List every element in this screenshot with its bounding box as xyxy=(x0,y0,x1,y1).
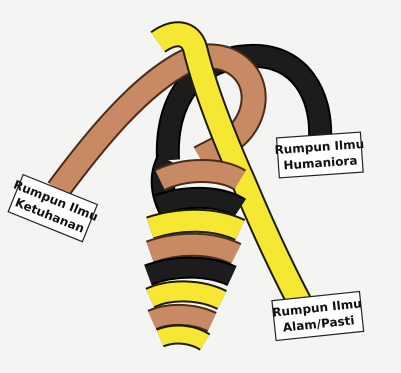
braid-wraps xyxy=(148,171,240,342)
label-alam-pasti: Rumpun Ilmu Alam/Pasti xyxy=(271,291,364,340)
label-humaniora: Rumpun Ilmu Humaniora xyxy=(274,132,366,178)
